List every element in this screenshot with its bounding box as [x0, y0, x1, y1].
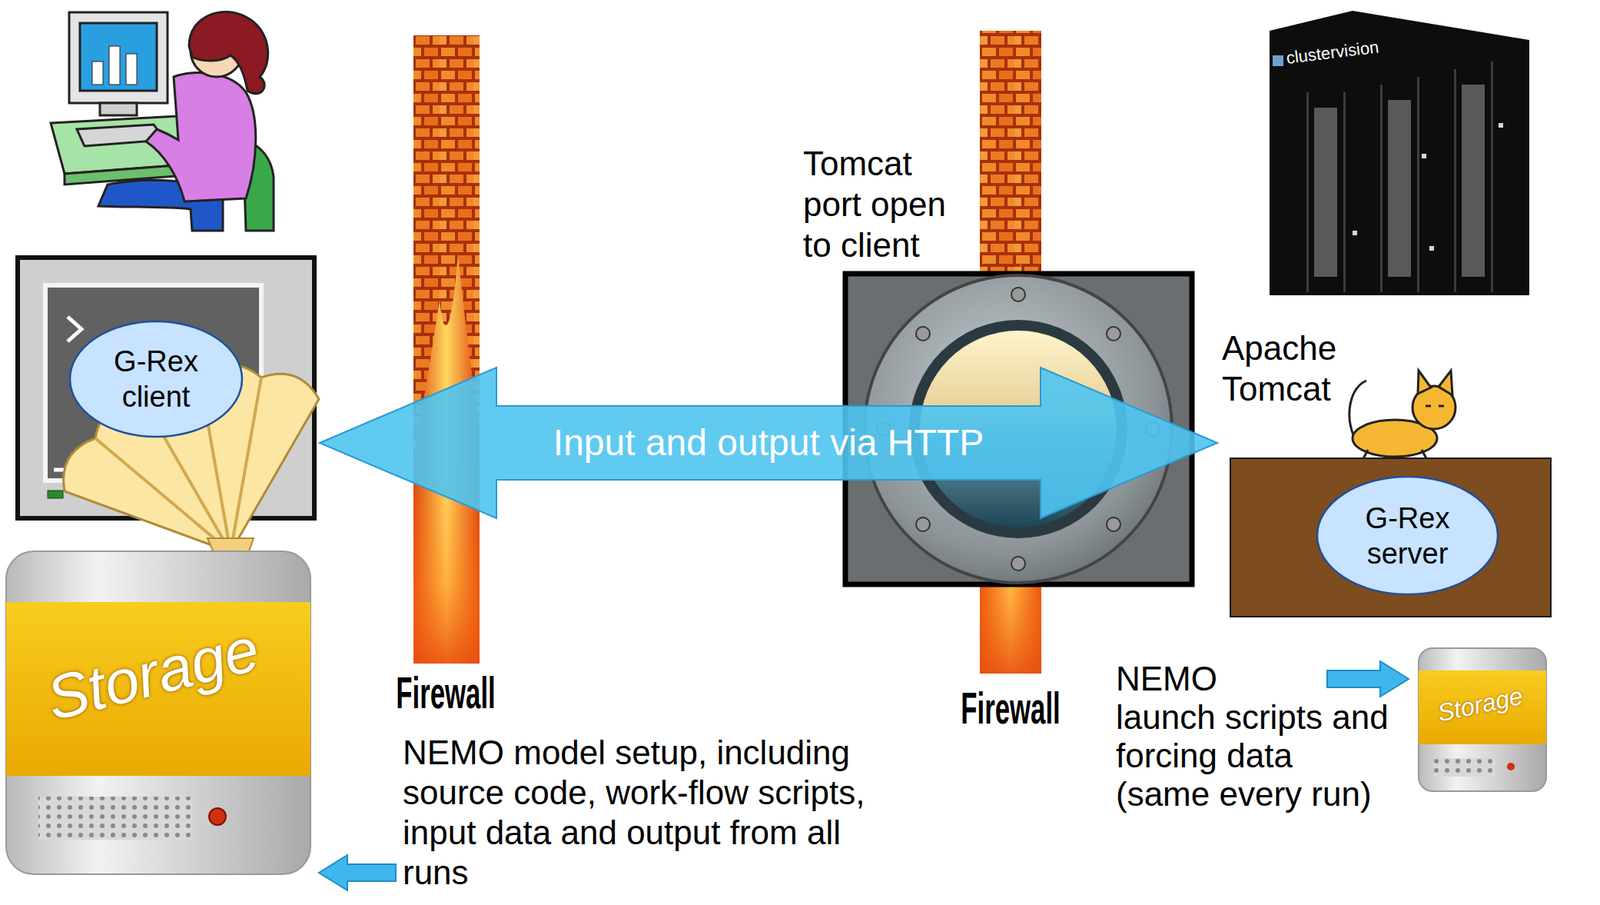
text-spacer: [1254, 659, 1392, 697]
pointer-arrow: [318, 854, 396, 890]
text-label: Storage: [16, 606, 289, 741]
ellipse-shape: [69, 321, 243, 437]
node-label: G-Rex server: [1350, 500, 1466, 571]
pointer-arrow: [1327, 660, 1409, 697]
node-label: G-Rex client: [98, 343, 214, 415]
label-text: NEMO launch scripts and forcing data (sa…: [1115, 659, 1389, 813]
ellipse-shape: [1317, 476, 1498, 595]
client-ellipse: G-Rex client: [68, 319, 244, 439]
ellipse-outline: [68, 319, 244, 439]
storage-drum: [1418, 647, 1547, 791]
text-label: Firewall: [950, 680, 1071, 735]
ellipse-outline: [1315, 474, 1500, 596]
firewall: [413, 35, 480, 664]
label-text: Firewall: [960, 682, 1061, 733]
server-box: Apache TomcatG-Rex server: [1221, 327, 1552, 618]
block-arrow: [319, 367, 1218, 518]
text-label: Tomcat port open to client: [803, 142, 969, 266]
text-label: Firewall: [385, 665, 506, 720]
label-text: NEMO model setup, including source code,…: [402, 733, 866, 891]
edge-label: Input and output via HTTP: [553, 421, 984, 465]
text-label: clustervision: [1284, 33, 1410, 70]
label-text: Storage: [39, 614, 266, 733]
label-text: clustervision: [1284, 36, 1380, 68]
text-label: NEMO model setup, including source code,…: [402, 732, 891, 893]
client-terminal: G-Rex client: [15, 255, 317, 521]
cluster-rack: [1269, 10, 1530, 296]
user-clipart: [50, 12, 274, 231]
label-text: Tomcat port open to client: [803, 144, 947, 264]
ellipse-node: G-Rex server: [1315, 474, 1500, 596]
note-block: NEMO launch scripts and forcing data (sa…: [1115, 659, 1392, 814]
label-text: Storage: [1434, 681, 1525, 727]
box-heading: Apache Tomcat: [1221, 327, 1358, 409]
text-label: Storage: [1424, 677, 1536, 731]
storage-drum: [6, 551, 311, 874]
tomcat-logo: [1349, 370, 1456, 462]
label-text: Firewall: [395, 667, 496, 718]
